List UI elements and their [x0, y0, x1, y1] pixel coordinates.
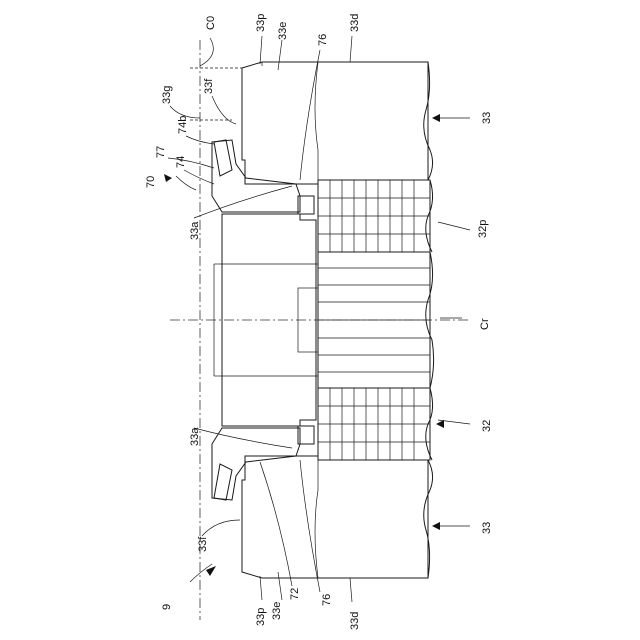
- reference-labels: C0 33p 33e 76 33d 33g 33f 74b 77 74 70 3…: [145, 14, 493, 630]
- stack-32-bottom: [318, 388, 433, 460]
- label-33f-bottom: 33f: [197, 536, 209, 552]
- label-77: 77: [155, 146, 167, 158]
- housing-33-bottom: [242, 456, 433, 578]
- label-74: 74: [175, 156, 187, 168]
- label-33-bottom: 33: [481, 522, 493, 534]
- leader-70: [176, 176, 196, 190]
- label-33e-bottom: 33e: [271, 602, 283, 620]
- label-72: 72: [289, 588, 301, 600]
- label-76-top: 76: [317, 34, 329, 46]
- label-cr: Cr: [479, 318, 491, 330]
- label-33g: 33g: [161, 86, 173, 104]
- seal-70-top: [212, 140, 314, 214]
- label-33a-bottom: 33a: [189, 427, 201, 446]
- label-32p: 32p: [477, 220, 489, 238]
- label-33d-top: 33d: [349, 14, 361, 32]
- label-70: 70: [145, 176, 157, 188]
- seal-70-bottom: [212, 426, 314, 500]
- label-33a-top: 33a: [189, 221, 201, 240]
- label-33e-top: 33e: [277, 22, 289, 40]
- housing-33-top: [242, 62, 433, 184]
- label-33p-bottom: 33p: [255, 608, 267, 626]
- label-32: 32: [481, 420, 493, 432]
- label-33d-bottom: 33d: [349, 612, 361, 630]
- label-74b: 74b: [177, 116, 189, 134]
- label-c0: C0: [205, 16, 217, 30]
- label-33-top: 33: [481, 112, 493, 124]
- label-33f-top: 33f: [203, 78, 215, 94]
- label-33p-top: 33p: [255, 14, 267, 32]
- stack-32-top: [318, 180, 433, 252]
- label-76-bottom: 76: [321, 594, 333, 606]
- label-9: 9: [161, 604, 173, 610]
- leader-lines: [168, 36, 470, 602]
